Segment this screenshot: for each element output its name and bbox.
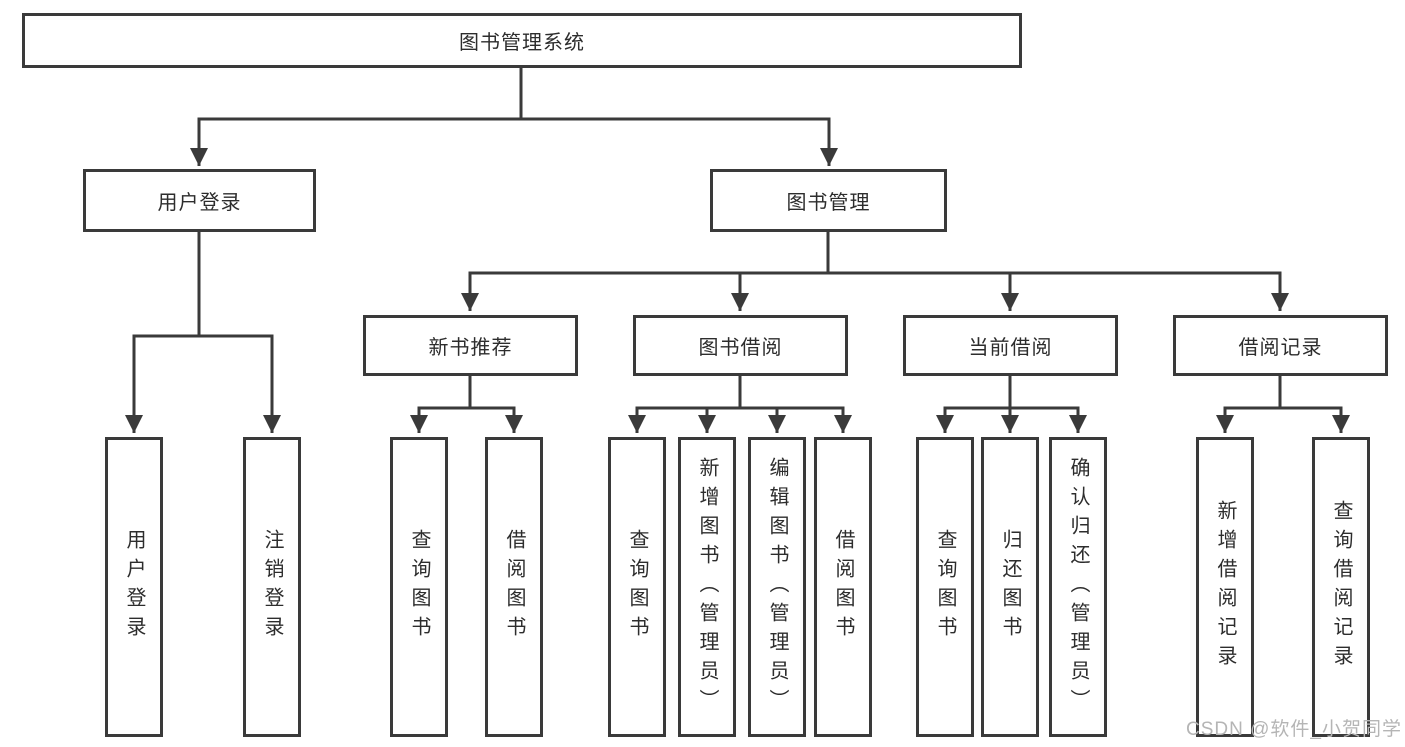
leaf-user-login: 用户登录 [105, 437, 163, 737]
node-current-borrowing: 当前借阅 [903, 315, 1118, 376]
leaf-borrow-add-books-admin: 新增图书（管理员） [678, 437, 736, 737]
csdn-watermark: CSDN @软件_小贺同学 [1186, 719, 1402, 740]
leaf-records-add-borrow-record: 新增借阅记录 [1196, 437, 1254, 737]
leaf-borrow-edit-books-admin: 编辑图书（管理员） [748, 437, 806, 737]
leaf-current-return-books: 归还图书 [981, 437, 1039, 737]
leaf-borrow-query-books: 查询图书 [608, 437, 666, 737]
leaf-borrow-borrow-books: 借阅图书 [814, 437, 872, 737]
leaf-records-query-borrow-record: 查询借阅记录 [1312, 437, 1370, 737]
node-borrow-records: 借阅记录 [1173, 315, 1388, 376]
node-user-login: 用户登录 [83, 169, 316, 232]
leaf-current-query-books: 查询图书 [916, 437, 974, 737]
node-new-book-recommend: 新书推荐 [363, 315, 578, 376]
leaf-current-confirm-return-admin: 确认归还（管理员） [1049, 437, 1107, 737]
leaf-recommend-query-books: 查询图书 [390, 437, 448, 737]
node-library-system: 图书管理系统 [22, 13, 1022, 68]
leaf-logout: 注销登录 [243, 437, 301, 737]
node-book-management: 图书管理 [710, 169, 947, 232]
leaf-recommend-borrow-books: 借阅图书 [485, 437, 543, 737]
node-book-borrowing: 图书借阅 [633, 315, 848, 376]
